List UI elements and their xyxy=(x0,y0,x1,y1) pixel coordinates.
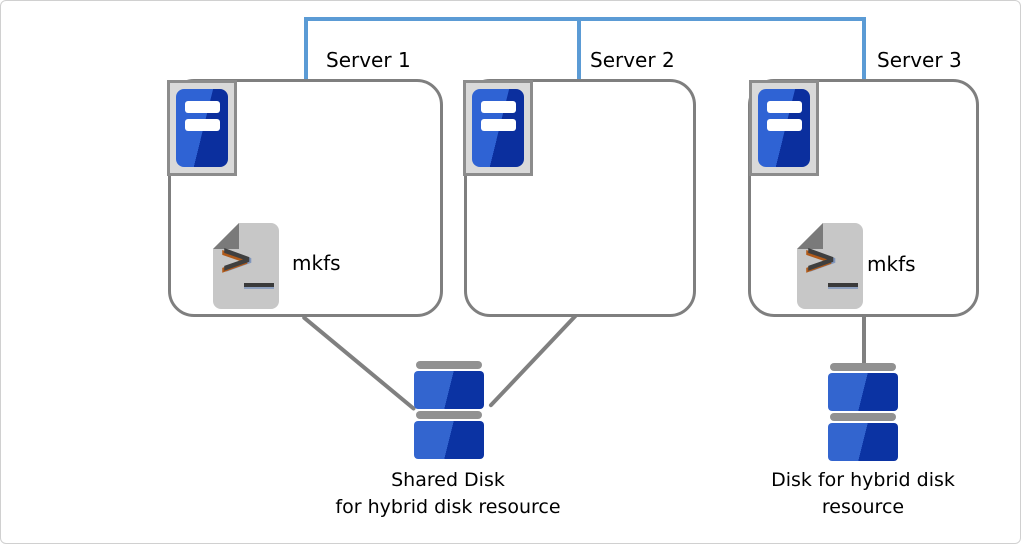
connector-server1-to-shared-disk xyxy=(301,315,417,412)
server-tower-icon xyxy=(176,89,228,167)
disk-cap xyxy=(830,413,896,421)
disk-platter xyxy=(414,421,484,459)
network-drop-line-server1 xyxy=(304,17,308,81)
shared-disk-label-line1: Shared Disk xyxy=(391,469,505,491)
server1-label: Server 1 xyxy=(326,48,411,72)
disk-platter xyxy=(828,423,898,461)
page-fold-icon xyxy=(797,223,823,249)
hybrid-disk-label-line1: Disk for hybrid disk xyxy=(771,469,955,491)
shared-disk-label-line2: for hybrid disk resource xyxy=(335,496,561,518)
server-slot-bar xyxy=(767,119,802,131)
network-drop-line-server3 xyxy=(862,17,866,81)
disk-cap xyxy=(830,363,896,371)
terminal-underscore xyxy=(828,283,858,287)
server-slot-bar xyxy=(481,101,516,113)
server-tower-icon xyxy=(472,89,524,167)
script-file-icon: > xyxy=(213,223,279,309)
network-bus-line xyxy=(304,17,866,21)
terminal-prompt-glyph: > xyxy=(220,236,254,282)
script-file-icon: > xyxy=(797,223,863,309)
connector-server2-to-shared-disk xyxy=(488,312,579,409)
disk-platter xyxy=(414,371,484,409)
server1-mkfs-label: mkfs xyxy=(292,251,341,275)
network-drop-line-server2 xyxy=(577,17,581,81)
hybrid-disk-label-line2: resource xyxy=(821,496,905,518)
server-slot-bar xyxy=(481,119,516,131)
page-fold-icon xyxy=(213,223,239,249)
server-tower-icon xyxy=(758,89,810,167)
disk-platter xyxy=(828,373,898,411)
server3-label: Server 3 xyxy=(877,48,962,72)
connector-server3-to-disk xyxy=(862,315,866,365)
server2-icon xyxy=(463,80,533,176)
server2-label: Server 2 xyxy=(590,48,675,72)
server-slot-bar xyxy=(185,119,220,131)
shared-disk-label: Shared Disk for hybrid disk resource xyxy=(323,467,573,521)
server-slot-bar xyxy=(767,101,802,113)
shared-disk-icon xyxy=(414,361,484,459)
server-slot-bar xyxy=(185,101,220,113)
server3-icon xyxy=(749,80,819,176)
disk-cap xyxy=(416,361,482,369)
hybrid-disk-icon xyxy=(828,363,898,461)
hybrid-disk-label: Disk for hybrid disk resource xyxy=(743,467,983,521)
terminal-underscore xyxy=(244,283,274,287)
disk-cap xyxy=(416,411,482,419)
terminal-prompt-glyph: > xyxy=(804,236,838,282)
server3-mkfs-label: mkfs xyxy=(867,252,916,276)
server1-icon xyxy=(167,80,237,176)
